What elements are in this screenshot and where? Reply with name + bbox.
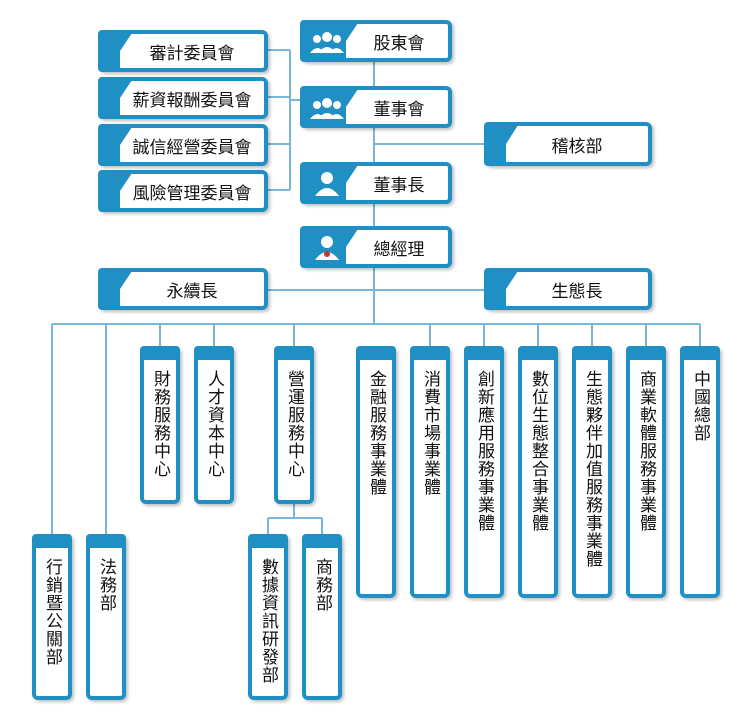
committee-compensation-node: 薪資報酬委員會 — [98, 77, 268, 119]
chairman-label: 董事長 — [373, 175, 425, 196]
dept-label: 行銷暨公關部 — [42, 558, 62, 666]
shareholders-label: 股東會 — [373, 33, 425, 54]
dept-label: 營運服務中心 — [284, 370, 304, 478]
dept-data-rd: 數據資訊研發部 — [248, 534, 288, 700]
committee-label: 誠信經營委員會 — [132, 137, 252, 158]
dept-label: 人才資本中心 — [204, 370, 224, 478]
dept-label: 中國總部 — [690, 370, 710, 442]
dept-label: 消費市場事業體 — [420, 370, 440, 496]
dept-label: 生態夥伴加值服務事業體 — [582, 370, 602, 568]
dept-finance-center: 財務服務中心 — [140, 346, 180, 504]
sustainability-officer-node: 永續長 — [98, 268, 268, 310]
dept-digital-ecosystem-bu: 數位生態整合事業體 — [518, 346, 558, 598]
dept-label: 商務部 — [312, 558, 332, 612]
dept-financial-services-bu: 金融服務事業體 — [356, 346, 396, 598]
dept-consumer-market-bu: 消費市場事業體 — [410, 346, 450, 598]
person-icon — [315, 172, 339, 196]
dept-innovation-bu: 創新應用服務事業體 — [464, 346, 504, 598]
president-node: 總經理 — [300, 226, 452, 268]
group-icon — [310, 98, 344, 119]
committee-audit-node: 審計委員會 — [98, 30, 268, 72]
dept-label: 財務服務中心 — [150, 370, 170, 478]
committee-label: 審計委員會 — [149, 43, 235, 64]
committee-label: 薪資報酬委員會 — [132, 90, 252, 111]
dept-label: 商業軟體服務事業體 — [636, 370, 656, 532]
dept-hr-center: 人才資本中心 — [194, 346, 234, 504]
audit-node: 稽核部 — [484, 122, 652, 166]
board-label: 董事會 — [373, 99, 425, 120]
dept-label: 法務部 — [96, 558, 116, 612]
ecosystem-officer-node: 生態長 — [484, 268, 652, 310]
dept-business-software-bu: 商業軟體服務事業體 — [626, 346, 666, 598]
president-label: 總經理 — [373, 239, 425, 260]
dept-marketing-pr: 行銷暨公關部 — [32, 534, 72, 700]
dept-ops-center: 營運服務中心 — [274, 346, 314, 504]
committee-risk-node: 風險管理委員會 — [98, 170, 268, 212]
dept-china-hq: 中國總部 — [680, 346, 720, 598]
dept-label: 數據資訊研發部 — [258, 558, 278, 684]
chairman-node: 董事長 — [300, 162, 452, 204]
committee-label: 風險管理委員會 — [132, 183, 252, 204]
group-icon — [310, 32, 344, 53]
dept-label: 數位生態整合事業體 — [528, 370, 548, 532]
dept-legal: 法務部 — [86, 534, 126, 700]
committee-integrity-node: 誠信經營委員會 — [98, 124, 268, 166]
board-node: 董事會 — [300, 86, 452, 128]
sustainability-label: 永續長 — [166, 281, 218, 302]
shareholders-meeting-node: 股東會 — [300, 20, 452, 62]
dept-label: 創新應用服務事業體 — [474, 370, 494, 532]
audit-label: 稽核部 — [551, 136, 603, 157]
ecosystem-label: 生態長 — [551, 281, 603, 302]
dept-label: 金融服務事業體 — [366, 370, 386, 496]
person-badge-icon — [315, 236, 339, 260]
dept-business: 商務部 — [302, 534, 342, 700]
dept-partner-bu: 生態夥伴加值服務事業體 — [572, 346, 612, 598]
